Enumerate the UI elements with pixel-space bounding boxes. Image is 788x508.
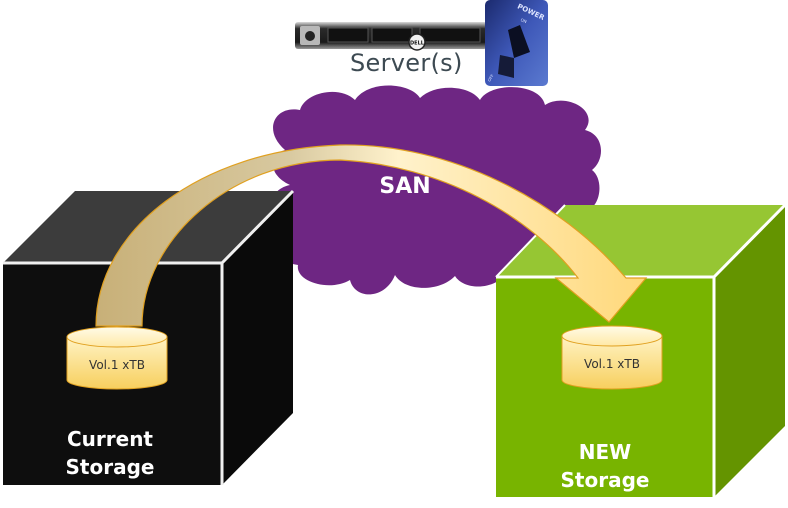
san-cloud: SAN xyxy=(271,85,602,295)
cube-side-face xyxy=(714,205,785,497)
target-volume: Vol.1 xTB xyxy=(561,325,663,390)
server-chassis: DELL xyxy=(295,22,487,51)
svg-text:OFF: OFF xyxy=(487,73,496,83)
svg-text:DELL: DELL xyxy=(410,41,425,47)
current-storage-label-line2: Storage xyxy=(66,455,155,479)
new-storage-label-line2: Storage xyxy=(561,468,650,492)
cube-side-face xyxy=(222,191,293,485)
svg-text:ON: ON xyxy=(520,17,528,24)
new-storage-label-line1: NEW xyxy=(579,440,631,464)
server-caption: Server(s) xyxy=(350,49,463,77)
source-volume-label: Vol.1 xTB xyxy=(89,358,145,372)
source-volume: Vol.1 xTB xyxy=(66,326,168,390)
dell-logo-icon: DELL xyxy=(408,33,426,51)
san-label: SAN xyxy=(379,174,430,199)
current-storage-label-line1: Current xyxy=(67,427,153,451)
target-volume-label: Vol.1 xTB xyxy=(584,357,640,371)
migration-arrow xyxy=(95,144,648,327)
power-switch-icon: POWER ON OFF xyxy=(485,0,548,86)
